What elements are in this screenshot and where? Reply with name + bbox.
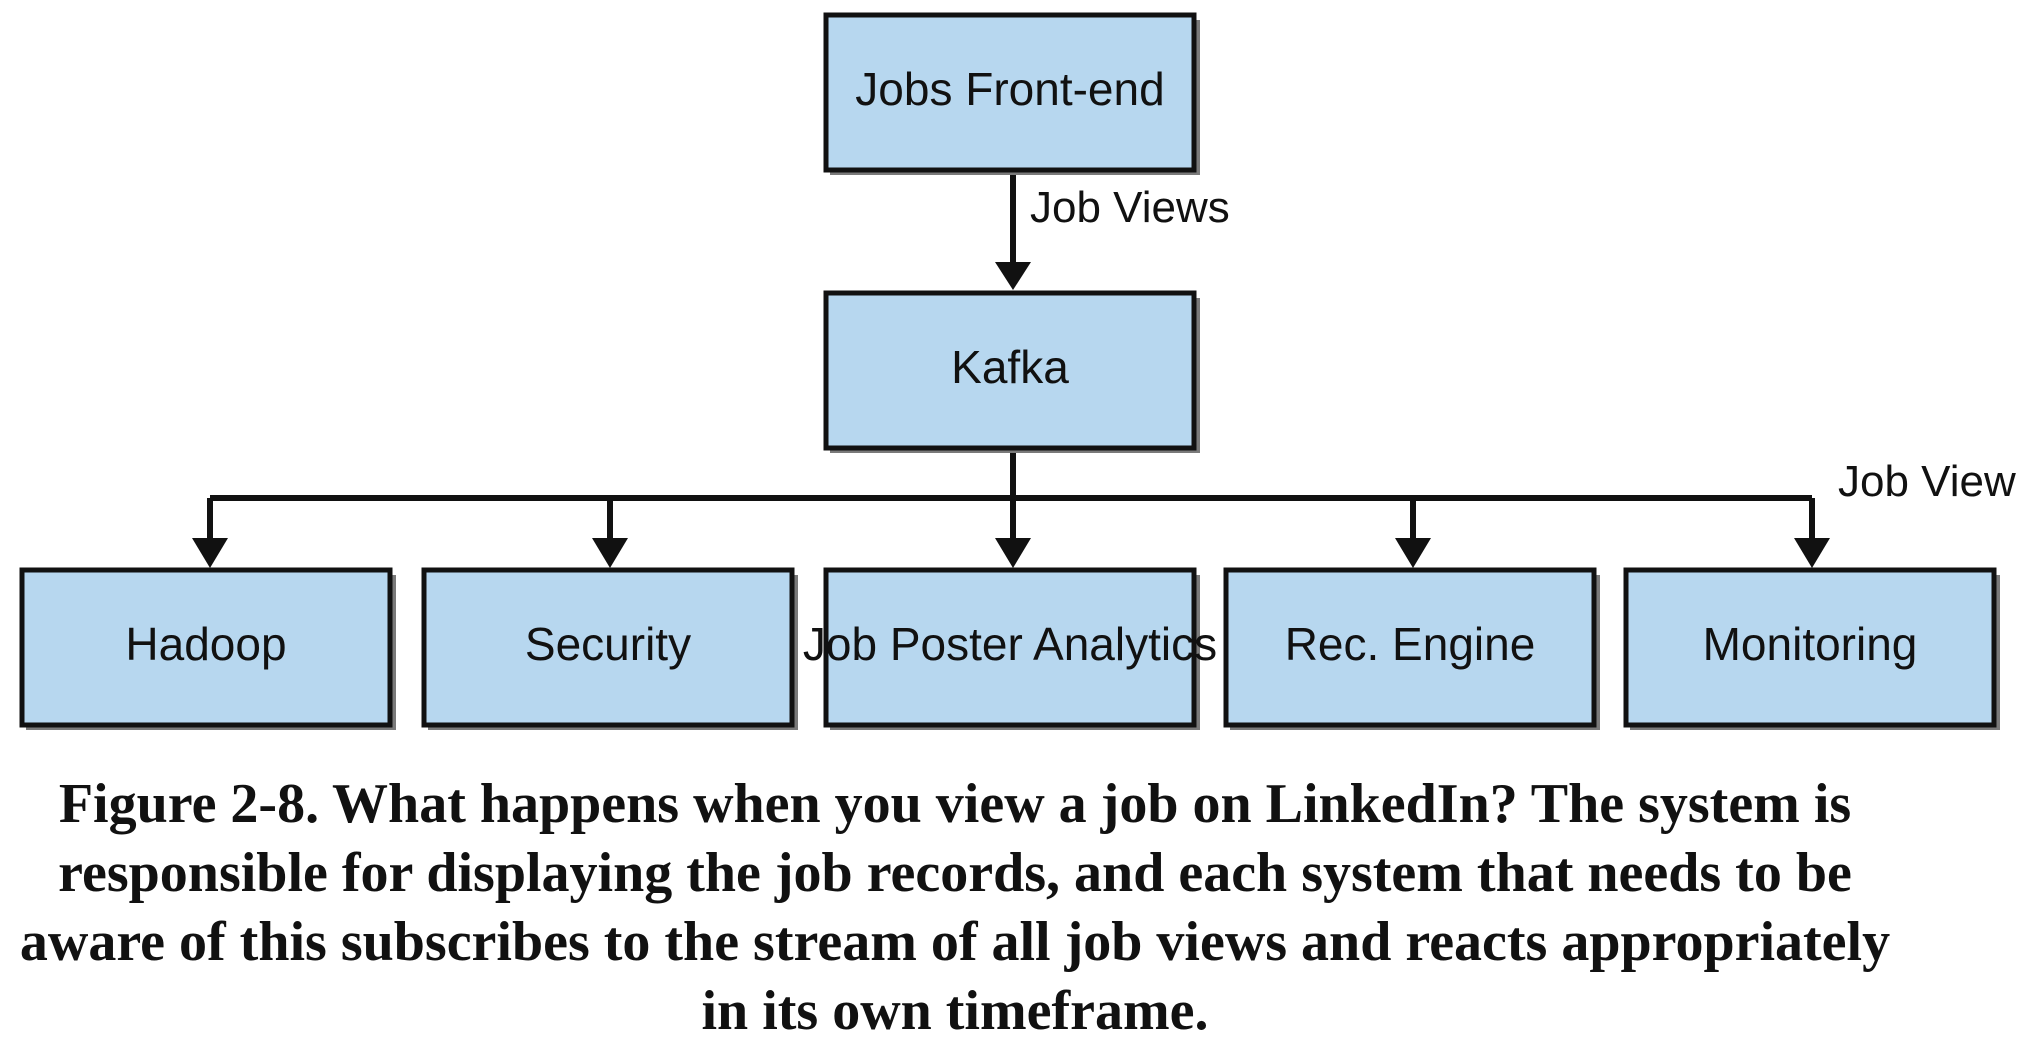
node-label-hadoop: Hadoop [125,618,286,670]
edge-label-job-views-upper: Job Views [1030,183,1230,232]
node-label-job-poster-analytics: Job Poster Analytics [803,618,1217,670]
arrowhead-analytics [995,538,1031,568]
arrowhead-hadoop [192,538,228,568]
node-job-poster-analytics: Job Poster Analytics [803,567,1217,730]
node-rec-engine: Rec. Engine [1223,567,1600,730]
arrowhead-monitoring [1794,538,1830,568]
node-label-security: Security [525,618,691,670]
node-security: Security [421,567,798,730]
node-monitoring: Monitoring [1623,567,2000,730]
node-label-jobs-front-end: Jobs Front-end [855,63,1164,115]
node-label-monitoring: Monitoring [1703,618,1918,670]
edge-frontend-to-kafka: Job Views [995,172,1230,290]
node-kafka: Kafka [823,290,1200,453]
node-jobs-front-end: Jobs Front-end [823,12,1200,175]
arrowhead-security [592,538,628,568]
edge-label-job-views-lower: Job Views [1838,457,2017,506]
edge-kafka-to-consumers: Job Views [192,450,2017,568]
node-hadoop: Hadoop [19,567,396,730]
figure-caption: Figure 2-8. What happens when you view a… [19,773,1891,1042]
node-label-kafka: Kafka [951,341,1069,393]
arrowhead-rec-engine [1395,538,1431,568]
node-label-rec-engine: Rec. Engine [1285,618,1536,670]
